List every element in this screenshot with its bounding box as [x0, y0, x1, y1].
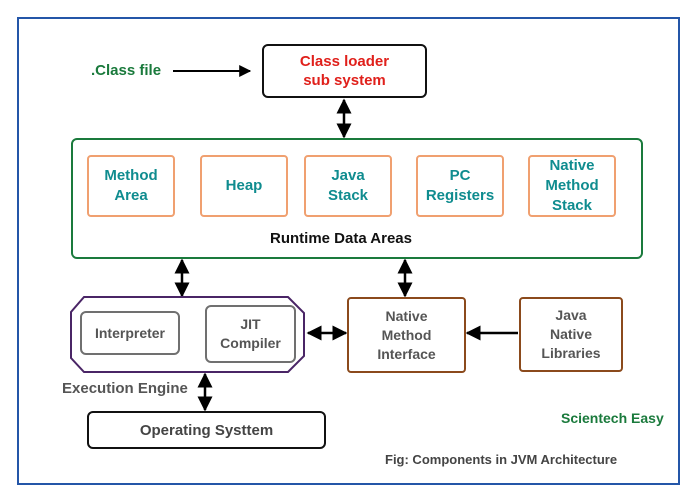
execution-engine-box	[70, 296, 305, 373]
runtime-item-heap: Heap	[200, 155, 288, 217]
java-native-libraries-box: Java Native Libraries	[519, 297, 623, 372]
diagram-frame	[17, 17, 680, 485]
class-file-label: .Class file	[91, 62, 162, 79]
jit-compiler-box: JIT Compiler	[205, 305, 296, 363]
runtime-data-areas-title: Runtime Data Areas	[270, 230, 412, 247]
native-method-interface-box: Native Method Interface	[347, 297, 466, 373]
brand-label: Scientech Easy	[561, 410, 664, 426]
execution-engine-label: Execution Engine	[62, 380, 188, 397]
runtime-item-java-stack: Java Stack	[304, 155, 392, 217]
runtime-item-native-method-stack: Native Method Stack	[528, 155, 616, 217]
figure-caption: Fig: Components in JVM Architecture	[385, 452, 618, 467]
runtime-item-method-area: Method Area	[87, 155, 175, 217]
class-loader-box: Class loader sub system	[262, 44, 427, 98]
runtime-item-pc-registers: PC Registers	[416, 155, 504, 217]
interpreter-box: Interpreter	[80, 311, 180, 355]
runtime-data-areas-box	[71, 138, 643, 259]
operating-system-box: Operating Systtem	[87, 411, 326, 449]
